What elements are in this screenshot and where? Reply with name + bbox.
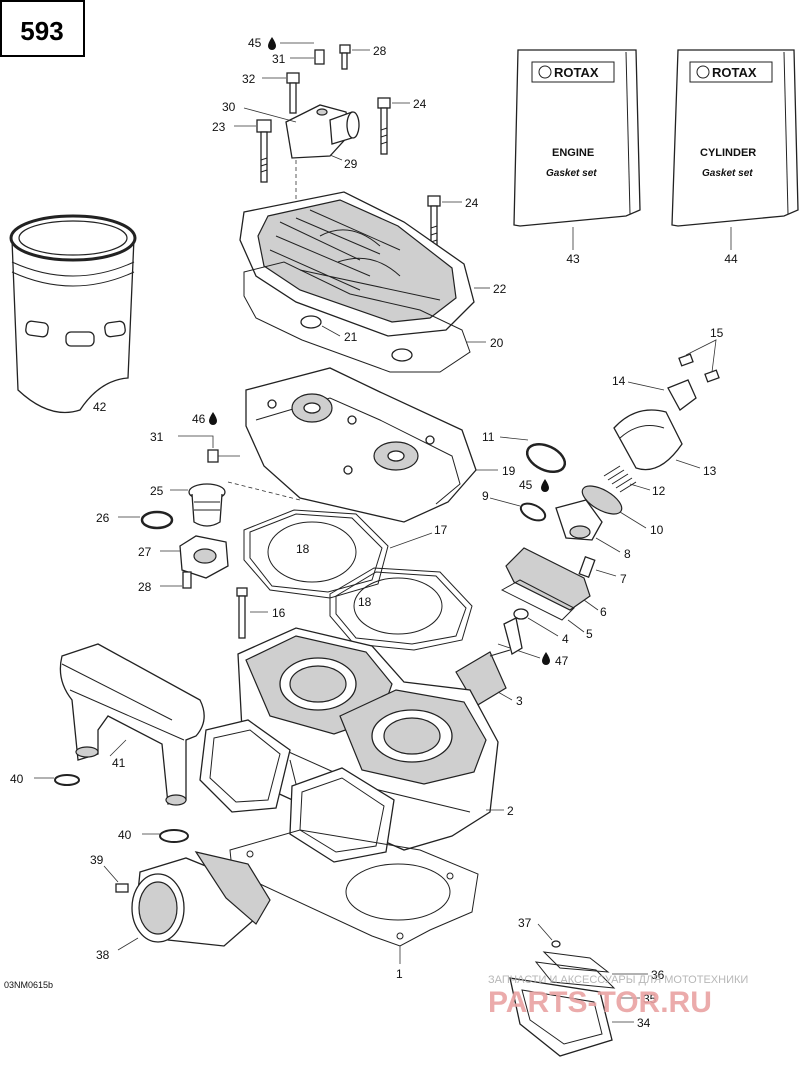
callout-39: 39 [90, 853, 104, 867]
callout-21: 21 [344, 330, 358, 344]
callout-16: 16 [272, 606, 286, 620]
callout-19: 19 [502, 464, 516, 478]
callout-46: 46 [192, 412, 206, 426]
thermostat-group: 25 26 27 28 [96, 481, 301, 594]
callout-8: 8 [624, 547, 631, 561]
cylinder-head-gasket-part: 18 18 17 [243, 509, 473, 651]
callout-24: 24 [465, 196, 479, 210]
lubricant-drop-icon [541, 479, 549, 492]
callout-23: 23 [212, 120, 226, 134]
cylinder-head-cover-part: 22 [239, 191, 507, 337]
intake-adapter-group: 40 39 38 [90, 828, 271, 962]
callout-1: 1 [396, 967, 403, 981]
callout-37: 37 [518, 916, 532, 930]
callout-12: 12 [652, 484, 666, 498]
reed-cage-group: 37 34 35 36 [509, 916, 665, 1057]
cylinder-stud-part: 16 [236, 587, 286, 639]
rave-valve-group: 15 14 13 12 10 11 9 45 8 [455, 326, 724, 708]
callout-11: 11 [482, 430, 495, 444]
callout-24: 24 [413, 97, 427, 111]
watermark-logo: PARTS-TOR.RU [488, 986, 712, 1019]
callout-5: 5 [586, 627, 593, 641]
lubricant-drop-icon [209, 412, 217, 425]
callout-20: 20 [490, 336, 504, 350]
callout-3: 3 [516, 694, 523, 708]
callout-26: 26 [96, 511, 110, 525]
reed-valve-parts [199, 719, 395, 863]
callout-34: 34 [637, 1016, 651, 1030]
page-number-box: 593 [0, 0, 85, 57]
callout-6: 6 [600, 605, 607, 619]
callout-40: 40 [10, 772, 24, 786]
callout-15: 15 [710, 326, 724, 340]
callout-35: 35 [643, 992, 657, 1006]
page-number: 593 [20, 16, 63, 46]
callout-45: 45 [519, 478, 533, 492]
callout-32: 32 [242, 72, 256, 86]
callout-2: 2 [507, 804, 514, 818]
cylinder-gasket-kit: ROTAX CYLINDER Gasket set 44 [671, 49, 799, 266]
callout-28: 28 [373, 44, 387, 58]
engine-gasket-kit: ROTAX ENGINE Gasket set 43 [513, 49, 641, 266]
callout-22: 22 [493, 282, 507, 296]
rotax-logo-icon [696, 65, 710, 79]
callout-13: 13 [703, 464, 717, 478]
cylinder-sleeve-part: 42 [9, 214, 137, 414]
callout-18: 18 [358, 595, 372, 609]
callout-45: 45 [248, 36, 262, 50]
callout-27: 27 [138, 545, 152, 559]
callout-17: 17 [434, 523, 448, 537]
kit-subtitle: Gasket set [546, 168, 597, 179]
kit-title: CYLINDER [700, 147, 756, 159]
callout-10: 10 [650, 523, 664, 537]
callout-47: 47 [555, 654, 569, 668]
callout-31: 31 [150, 430, 164, 444]
callout-25: 25 [150, 484, 164, 498]
callout-43: 43 [566, 252, 580, 266]
watermark: ЗАПЧАСТИ И АКСЕССУАРЫ ДЛЯ МОТОТЕХНИКИ PA… [488, 974, 748, 1019]
callout-28: 28 [138, 580, 152, 594]
callout-4: 4 [562, 632, 569, 646]
callout-41: 41 [112, 756, 126, 770]
lubricant-drop-icon [268, 37, 276, 50]
callout-31: 31 [272, 52, 286, 66]
callout-9: 9 [482, 489, 489, 503]
watermark-text: ЗАПЧАСТИ И АКСЕССУАРЫ ДЛЯ МОТОТЕХНИКИ [488, 974, 748, 986]
callout-29: 29 [344, 157, 358, 171]
kit-brand: ROTAX [712, 65, 757, 80]
callout-14: 14 [612, 374, 626, 388]
callout-7: 7 [620, 572, 627, 586]
callout-18: 18 [296, 542, 310, 556]
callout-44: 44 [724, 252, 738, 266]
cylinder-head-part: 19 [245, 367, 516, 523]
kit-brand: ROTAX [554, 65, 599, 80]
callout-30: 30 [222, 100, 236, 114]
figure-code: 03NM0615b [4, 980, 53, 990]
head-insert-part: 31 46 [150, 412, 240, 463]
callout-40: 40 [118, 828, 132, 842]
callout-42: 42 [93, 400, 107, 414]
kit-subtitle: Gasket set [702, 168, 753, 179]
head-cover-gasket-part: 21 20 [243, 261, 504, 373]
kit-title: ENGINE [552, 147, 594, 159]
rotax-logo-icon [538, 65, 552, 79]
callout-38: 38 [96, 948, 110, 962]
lubricant-drop-icon [542, 652, 550, 665]
exhaust-manifold-part: 41 40 [10, 643, 205, 806]
callout-36: 36 [651, 968, 665, 982]
